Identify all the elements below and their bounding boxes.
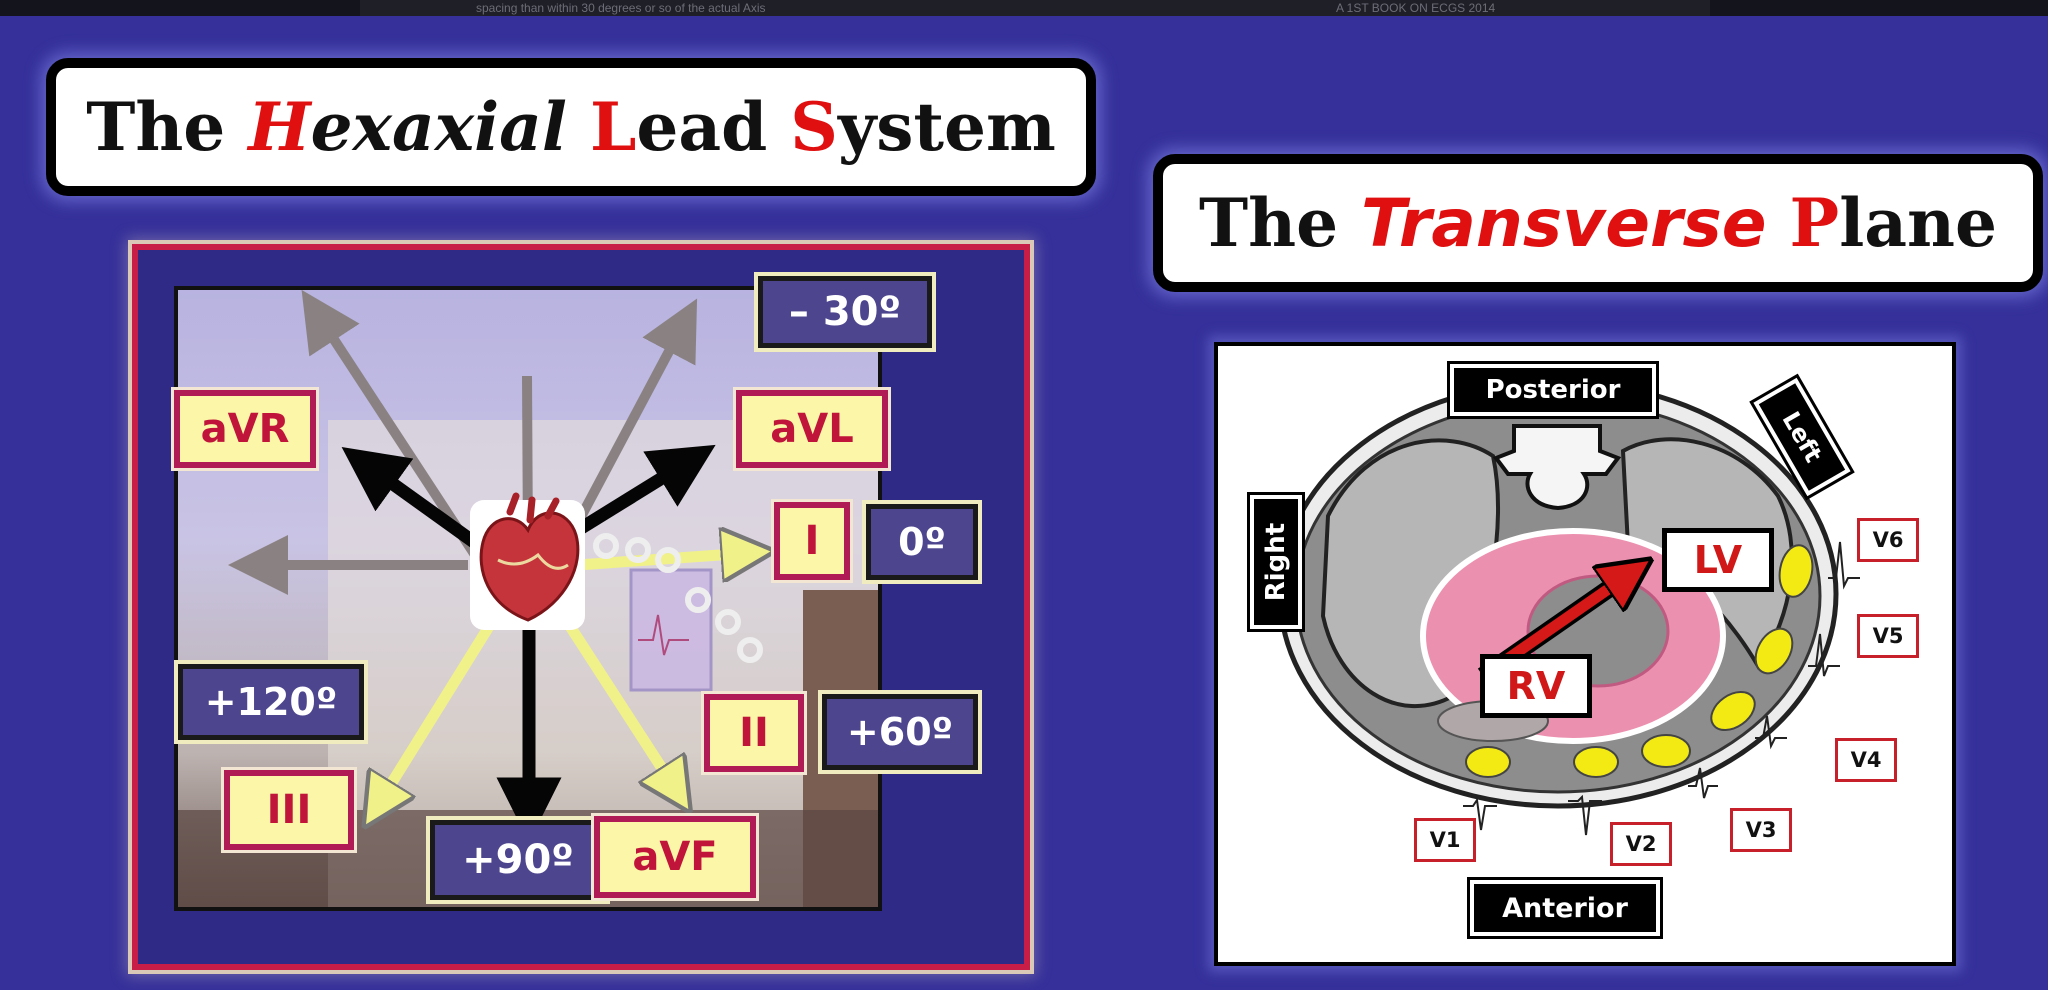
header-caption-left: spacing than within 30 degrees or so of … xyxy=(476,1,766,15)
title-l-initial: L xyxy=(589,88,637,166)
electrode-v3 xyxy=(1641,734,1691,768)
electrode-v4 xyxy=(1710,690,1756,732)
top-strip: spacing than within 30 degrees or so of … xyxy=(0,0,2048,16)
electrode-v6 xyxy=(1778,544,1814,598)
ecg-trace xyxy=(638,614,689,656)
title-p-initial: P xyxy=(1789,184,1840,262)
label-lv: LV xyxy=(1662,528,1774,592)
lead-label-iii: III xyxy=(221,767,357,853)
angle-label-plus-60: +60º xyxy=(818,690,982,774)
axis-arrow-negative xyxy=(301,289,480,558)
lead-i-axis-arrow xyxy=(577,553,748,565)
lead-axes-svg xyxy=(228,289,1024,843)
vertebra xyxy=(1492,424,1622,511)
label-rv: RV xyxy=(1480,654,1592,718)
title-h-initial: H xyxy=(248,88,311,166)
title-transverse-word: Transverse xyxy=(1361,184,1767,262)
lead-v4: V4 xyxy=(1835,738,1897,782)
lead-ii-axis-arrow xyxy=(561,617,676,790)
angle-label-plus-120: +120º xyxy=(174,660,368,744)
title-p-rest: lane xyxy=(1839,184,1998,262)
hexaxial-diagram: – 30º aVR aVL I 0º +120º II +60º III +90… xyxy=(132,244,1030,970)
lead-v5: V5 xyxy=(1857,614,1919,658)
electrode-ring xyxy=(685,587,711,613)
lead-iii-axis-arrow xyxy=(378,617,498,805)
orientation-posterior: Posterior xyxy=(1447,361,1659,419)
title-s-rest: ystem xyxy=(837,88,1056,166)
lead-label-avl: aVL xyxy=(733,387,891,471)
transverse-diagram: Posterior Anterior Right Left LV RV V1 V… xyxy=(1214,342,1956,966)
angle-label-0: 0º xyxy=(862,500,982,584)
ecg-complexes xyxy=(1463,541,1860,836)
orientation-anterior: Anterior xyxy=(1467,877,1663,939)
electrode-ring xyxy=(593,533,619,559)
axis-arrow-negative xyxy=(561,298,698,548)
lead-label-avf: aVF xyxy=(591,813,759,901)
title-s-initial: S xyxy=(790,88,838,166)
lead-v3: V3 xyxy=(1730,808,1792,852)
lead-v1: V1 xyxy=(1414,818,1476,862)
title-the: The xyxy=(1198,184,1362,262)
electrode-ring xyxy=(737,637,763,663)
electrode-v5 xyxy=(1754,627,1794,675)
lead-v2: V2 xyxy=(1610,822,1672,866)
lead-label-i: I xyxy=(771,499,853,583)
lead-label-avr: aVR xyxy=(171,387,319,471)
electrode-ring xyxy=(655,547,681,573)
heart-icon xyxy=(470,492,585,630)
thorax-cross-section-svg xyxy=(1277,379,1860,836)
electrode-ring xyxy=(625,537,651,563)
title-l-rest: ead xyxy=(636,88,791,166)
header-caption-right: A 1ST BOOK ON ECGS 2014 xyxy=(1336,1,1496,15)
angle-label-plus-90: +90º xyxy=(426,816,610,904)
lead-v6: V6 xyxy=(1857,518,1919,562)
electrode-v1 xyxy=(1465,746,1511,778)
angle-label-minus-30: – 30º xyxy=(754,272,936,352)
title-space xyxy=(1767,184,1790,262)
title-h-rest: exaxial xyxy=(310,88,590,166)
electrode-ring xyxy=(715,609,741,635)
avl-axis-arrow xyxy=(566,444,716,541)
transverse-title: The Transverse P lane xyxy=(1153,154,2043,292)
lead-label-ii: II xyxy=(701,691,807,775)
top-strip-segment xyxy=(360,0,1710,16)
orientation-right: Right xyxy=(1248,487,1304,637)
avr-axis-arrow xyxy=(341,447,482,551)
electrode-v2 xyxy=(1573,746,1619,778)
title-the: The xyxy=(86,88,249,166)
hexaxial-title: The H exaxial L ead S ystem xyxy=(46,58,1096,196)
